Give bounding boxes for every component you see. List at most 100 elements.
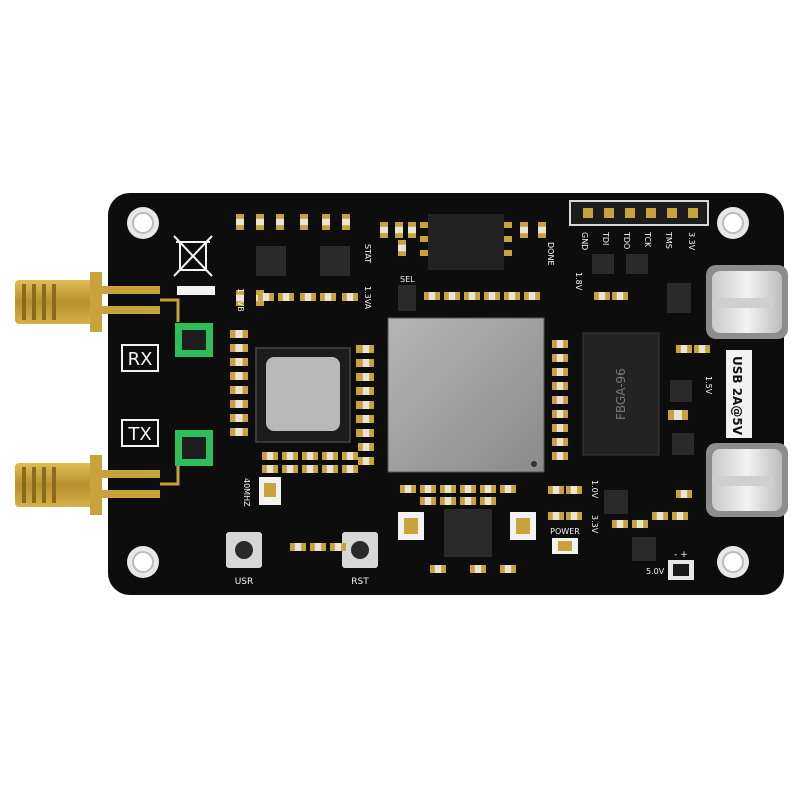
header-pin-tck: TCK	[643, 231, 652, 248]
smd-body	[528, 292, 536, 300]
smd-body	[504, 565, 512, 573]
v15-label: 1.5V	[704, 376, 713, 395]
power-chip-c	[667, 283, 691, 313]
smd-body	[286, 452, 294, 460]
tx-label: TX	[127, 424, 151, 445]
smd-body	[304, 293, 312, 301]
smd-body	[556, 452, 564, 460]
sel-switch	[398, 285, 416, 311]
smd-body	[556, 438, 564, 446]
smd-body	[314, 543, 322, 551]
smd-body	[448, 292, 456, 300]
smd-body	[362, 401, 370, 409]
smd-body	[380, 226, 388, 234]
smd-body	[656, 512, 664, 520]
flash-chip	[420, 214, 512, 270]
power-chip-d	[670, 380, 692, 402]
smd-body	[322, 218, 330, 226]
smd-body	[334, 543, 342, 551]
smd-body	[556, 340, 564, 348]
sel-label: SEL	[400, 275, 415, 284]
smd-body	[362, 443, 370, 451]
ddr-memory-chip	[582, 332, 660, 456]
usr-button[interactable]	[226, 532, 262, 568]
usb-label-box	[726, 350, 752, 438]
smd-body	[616, 292, 624, 300]
smd-body	[434, 565, 442, 573]
power-chip-b	[626, 254, 648, 274]
rst-button[interactable]	[342, 532, 378, 568]
rf-transceiver-chip	[255, 347, 351, 443]
smd-body	[464, 497, 472, 505]
usr-button-label: USR	[235, 577, 254, 587]
usb-c-connector-top	[706, 265, 788, 339]
smd-body	[398, 244, 406, 252]
v13a-label: 1.3VA	[363, 286, 372, 310]
passive-components	[230, 214, 710, 573]
smd-body	[266, 465, 274, 473]
smd-body	[235, 372, 243, 380]
rx-label-box	[121, 344, 159, 372]
smd-body	[556, 424, 564, 432]
smd-body	[362, 429, 370, 437]
smd-body	[556, 382, 564, 390]
smd-body	[256, 218, 264, 226]
smd-body	[484, 485, 492, 493]
smd-body	[488, 292, 496, 300]
smd-body	[362, 415, 370, 423]
smd-body	[556, 354, 564, 362]
v10-label: 1.0V	[590, 480, 599, 499]
power-chip-f	[632, 537, 656, 561]
smd-body	[235, 428, 243, 436]
usb-c-connector-bottom	[706, 443, 788, 517]
v50-label: 5.0V	[646, 567, 665, 576]
smd-body	[598, 292, 606, 300]
regulator-chip-1	[256, 246, 286, 276]
smd-body	[404, 485, 412, 493]
header-pin-3v3: 3.3V	[687, 232, 696, 251]
clock-label: 40MHZ	[242, 478, 251, 507]
smd-body	[282, 293, 290, 301]
smd-body	[676, 512, 684, 520]
smd-body	[362, 457, 370, 465]
header-pin-gnd: GND	[580, 232, 589, 250]
usb-power-label: USB 2A@5V	[730, 356, 744, 436]
tx-label-box	[121, 419, 159, 447]
smd-body	[236, 218, 244, 226]
smd-body	[556, 396, 564, 404]
header-pin-tms: TMS	[664, 231, 673, 249]
smd-body	[552, 512, 560, 520]
smd-body	[262, 293, 270, 301]
smd-body	[698, 345, 706, 353]
smd-body	[326, 465, 334, 473]
smd-body	[346, 465, 354, 473]
weee-bin-icon	[173, 235, 215, 295]
smd-body	[484, 497, 492, 505]
smd-body	[235, 330, 243, 338]
smd-body	[324, 293, 332, 301]
smd-body	[674, 410, 682, 420]
smd-body	[286, 465, 294, 473]
power-chip-g	[672, 433, 694, 455]
smd-body	[300, 218, 308, 226]
sma-connector-tx	[15, 455, 160, 515]
smd-body	[276, 218, 284, 226]
smd-body	[556, 410, 564, 418]
smd-body	[444, 497, 452, 505]
smd-body	[342, 218, 350, 226]
smd-body	[235, 358, 243, 366]
stat-label: STAT	[363, 244, 372, 263]
smd-body	[346, 293, 354, 301]
header-pin-tdo: TDO	[622, 231, 631, 249]
smd-body	[504, 485, 512, 493]
smd-body	[306, 465, 314, 473]
smd-body	[266, 452, 274, 460]
v18-label: 1.8V	[574, 272, 583, 291]
smd-body	[306, 452, 314, 460]
smd-body	[570, 512, 578, 520]
rst-button-label: RST	[351, 577, 369, 587]
smd-body	[362, 387, 370, 395]
smd-body	[395, 226, 403, 234]
ddr-chip-label: FBGA-96	[614, 368, 628, 420]
smd-body	[362, 373, 370, 381]
